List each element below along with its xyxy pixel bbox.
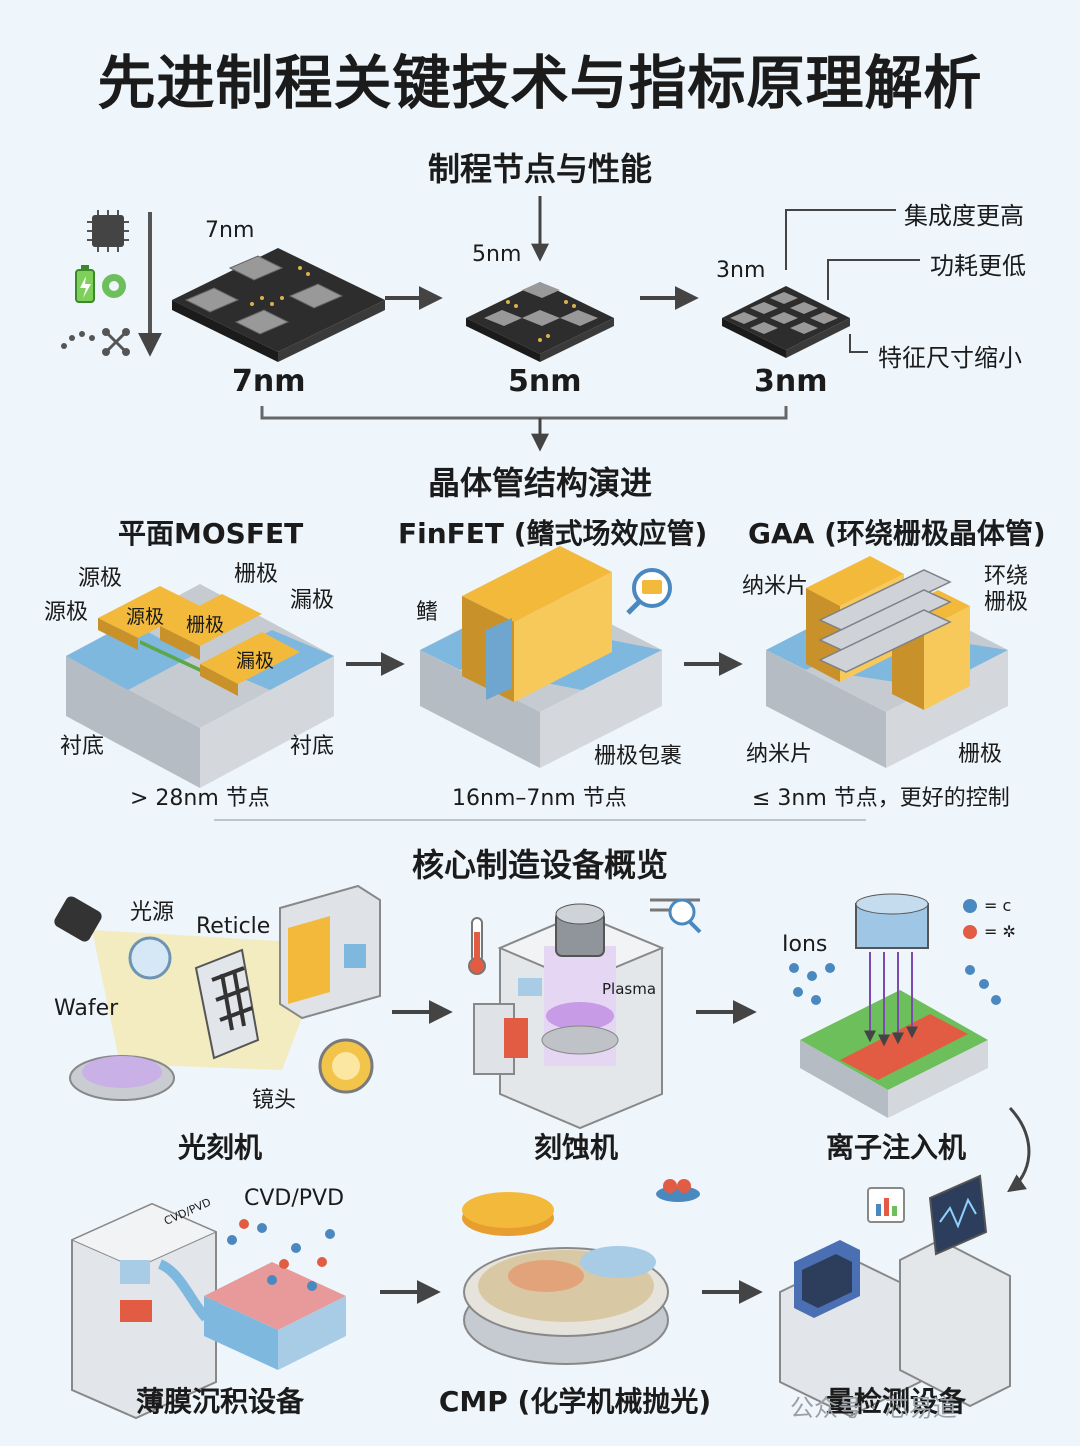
analysis-icon [650, 898, 702, 934]
section-equipment-title: 核心制造设备概览 [411, 846, 668, 884]
label-gate: 栅极 [234, 562, 279, 587]
section-node-performance-title: 制程节点与性能 [427, 150, 652, 188]
label-drain-block: 漏极 [236, 650, 275, 672]
magnifier-icon [626, 568, 672, 615]
chip-7nm [172, 248, 385, 362]
label-substrate: 衬底 [290, 734, 335, 759]
etcher-graphic [473, 903, 665, 1130]
equip-name-metrology: 量检测设备 [825, 1385, 966, 1418]
gear-icon [102, 274, 126, 298]
label-gate-gaa: 栅极 [958, 742, 1003, 767]
note-density: 集成度更高 [904, 202, 1024, 230]
equip-name-etcher: 刻蚀机 [533, 1131, 618, 1164]
chip-5nm [466, 282, 614, 362]
node-label-3nm: 3nm [754, 364, 828, 399]
label-cvd-pvd: CVD/PVD [244, 1186, 345, 1211]
thermometer-icon [468, 917, 486, 975]
gaa-title: GAA (环绕栅极晶体管) [748, 517, 1046, 550]
node-label-7nm: 7nm [232, 364, 306, 399]
label-ions: Ions [782, 932, 828, 957]
label-source-block: 源极 [126, 606, 165, 628]
label-gate-block: 栅极 [186, 614, 225, 636]
label-reticle: Reticle [196, 914, 271, 939]
chip-icon [87, 210, 129, 252]
caption-planar: > 28nm 节点 [130, 786, 270, 811]
chip-3nm [722, 286, 850, 358]
ion-implanter-graphic [789, 893, 1001, 1118]
curved-arrow-down [1007, 1106, 1031, 1193]
finfet-title: FinFET (鳍式场效应管) [398, 517, 708, 550]
label-drain: 漏极 [290, 588, 335, 613]
chip-label-7nm: 7nm [205, 218, 255, 243]
legend-red-ion: = ✲ [984, 922, 1016, 941]
note-feature-size: 特征尺寸缩小 [878, 344, 1022, 372]
caption-gaa: ≤ 3nm 节点，更好的控制 [752, 786, 1010, 811]
equip-name-cmp: CMP (化学机械抛光) [438, 1385, 712, 1418]
cmp-graphic [462, 1192, 669, 1365]
equip-name-deposition: 薄膜沉积设备 [135, 1385, 304, 1418]
dispenser-icon [656, 1179, 700, 1202]
planar-mosfet-graphic [66, 584, 334, 788]
planar-mosfet-title: 平面MOSFET [118, 517, 304, 550]
label-fin: 鳍 [416, 600, 439, 625]
label-plasma: Plasma [602, 980, 657, 998]
label-surround-gate: 环绕 栅极 [984, 564, 1029, 615]
note-power: 功耗更低 [930, 252, 1026, 280]
label-source: 源极 [78, 566, 123, 591]
caption-finfet: 16nm–7nm 节点 [452, 786, 627, 811]
equip-name-ion-implanter: 离子注入机 [825, 1131, 966, 1164]
callout-line-density [785, 209, 896, 270]
battery-icon [75, 265, 95, 303]
legend-blue-ion: = c [984, 896, 1012, 915]
equip-name-lithography: 光刻机 [177, 1131, 262, 1164]
callout-line-power [827, 259, 920, 300]
label-nanosheet-bottom: 纳米片 [746, 742, 813, 767]
bracket-to-transistor [260, 406, 788, 420]
node-label-5nm: 5nm [508, 364, 582, 399]
label-source: 源极 [44, 600, 89, 625]
section-transistor-title: 晶体管结构演进 [427, 464, 652, 502]
gaa-graphic [766, 556, 1008, 768]
page-title: 先进制程关键技术与指标原理解析 [97, 49, 983, 117]
metrology-graphic [779, 1174, 1011, 1418]
label-wafer: Wafer [54, 996, 119, 1021]
finfet-graphic [420, 546, 662, 768]
lithography-graphic [54, 884, 381, 1101]
label-gate-wrap: 栅极包裹 [594, 744, 683, 769]
chip-label-5nm: 5nm [472, 242, 522, 267]
label-lens: 镜头 [252, 1088, 297, 1113]
label-substrate: 衬底 [60, 734, 105, 759]
deposition-graphic [70, 1202, 346, 1420]
callout-line-size [849, 334, 868, 353]
network-icon [61, 328, 130, 356]
label-light-source: 光源 [130, 900, 175, 925]
watermark: 公众号 · 芯易道 [790, 1394, 957, 1422]
label-nanosheet: 纳米片 [742, 574, 809, 599]
chip-label-3nm: 3nm [716, 258, 766, 283]
